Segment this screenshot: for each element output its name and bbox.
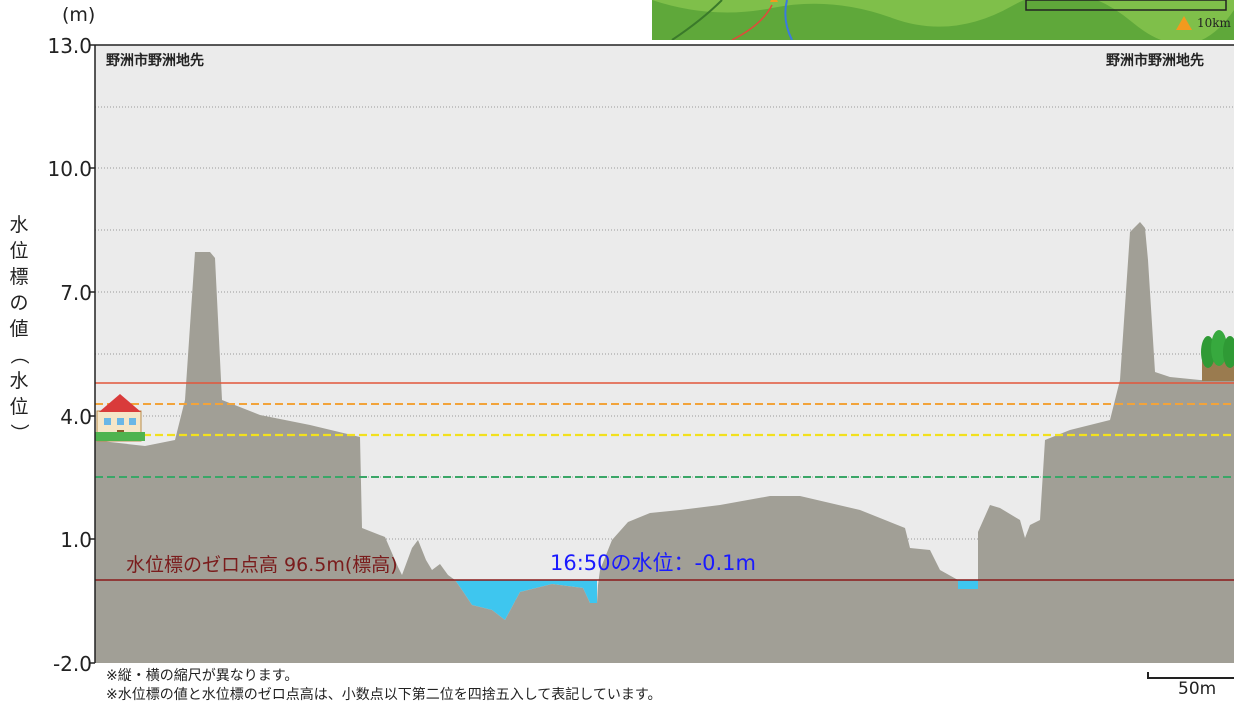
y-axis-title-char: （	[8, 345, 30, 365]
y-axis-title-char: 位	[9, 396, 29, 418]
river-water	[455, 580, 597, 620]
location-map[interactable]: 10km	[652, 0, 1234, 40]
y-axis-unit: (m)	[62, 4, 96, 26]
y-axis-title: 水 位 標 の 値 （ 水 位 ）	[8, 212, 30, 446]
trees-icon	[1201, 330, 1234, 381]
y-axis-title-char: 位	[9, 240, 29, 262]
house-icon	[95, 394, 145, 442]
y-tick-label: 13.0	[47, 34, 92, 58]
map-marker-icon	[1176, 16, 1192, 30]
current-water-level-label: 16:50の水位：-0.1m	[550, 551, 756, 575]
y-axis-title-char: の	[9, 292, 29, 314]
note-scale: ※縦・横の縮尺が異なります。	[106, 668, 299, 684]
y-axis-title-char: 値	[9, 318, 29, 340]
scale-bar-label: 50m	[1178, 679, 1217, 699]
right-bank-location: 野洲市野洲地先	[1106, 53, 1204, 69]
y-tick-label: 4.0	[60, 405, 92, 429]
y-axis-title-char: 標	[9, 266, 29, 288]
y-tick-label: 1.0	[60, 528, 92, 552]
y-axis-title-char: 水	[9, 370, 29, 392]
y-tick-label: 7.0	[60, 281, 92, 305]
left-bank-location: 野洲市野洲地先	[106, 53, 204, 69]
river-water-right	[958, 580, 978, 589]
zero-point-label: 水位標のゼロ点高 96.5m(標高)	[126, 554, 398, 576]
scale-bar	[1147, 672, 1234, 679]
y-tick-label: 10.0	[47, 157, 92, 181]
map-distance-label: 10km	[1197, 16, 1231, 30]
y-axis-title-char: 水	[9, 214, 29, 236]
riverbed-terrain	[95, 222, 1234, 663]
note-rounding: ※水位標の値と水位標のゼロ点高は、小数点以下第二位を四捨五入して表記しています。	[106, 687, 662, 703]
y-tick-label: -2.0	[52, 652, 92, 676]
y-axis-title-char: ）	[8, 423, 30, 443]
